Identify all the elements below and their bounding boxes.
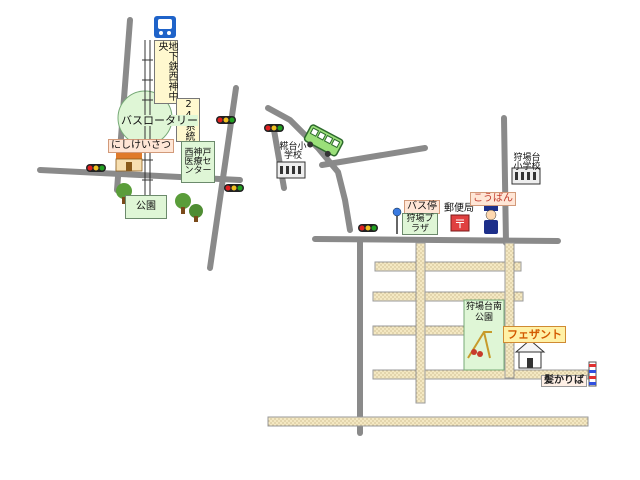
bus-rotary-label: バスロータリー — [121, 114, 198, 127]
police-officer-icon — [484, 206, 498, 234]
side-roads — [267, 242, 589, 427]
house-icon — [514, 339, 546, 369]
pheasant-label: フェザント — [503, 326, 566, 343]
park-label: 公園 — [125, 195, 167, 219]
karibaplaza-label: 狩場プラザ — [402, 213, 438, 235]
barber-pole-icon — [588, 361, 597, 387]
svg-text:〒: 〒 — [454, 217, 466, 231]
subway-train-icon — [154, 16, 176, 38]
nishikei-label: にしけいさつ — [108, 139, 174, 153]
slide-icon — [467, 331, 492, 359]
police-box-label: こうばん — [470, 192, 516, 206]
barber-label: 髪かりば — [541, 375, 587, 387]
bus-icon — [303, 124, 344, 157]
kariba-school-label: 狩場台小学校 — [513, 153, 541, 172]
shop-icon — [115, 153, 143, 172]
subway-label: 地下鉄西神中央 — [154, 40, 178, 104]
hazedai-school-label: 糀台小学校 — [279, 142, 307, 161]
south-park-label: 狩場台南公園 — [466, 302, 503, 323]
traffic-light-icon — [86, 116, 378, 232]
bus-stop-icon — [392, 207, 402, 234]
post-office-icon: 〒 — [450, 214, 470, 232]
bus-stop-label: バス停 — [404, 200, 440, 214]
school-icon — [276, 161, 541, 185]
medical-center-label: 西神戸医療センター — [181, 141, 215, 183]
post-office-label: 郵便局 — [444, 203, 474, 214]
